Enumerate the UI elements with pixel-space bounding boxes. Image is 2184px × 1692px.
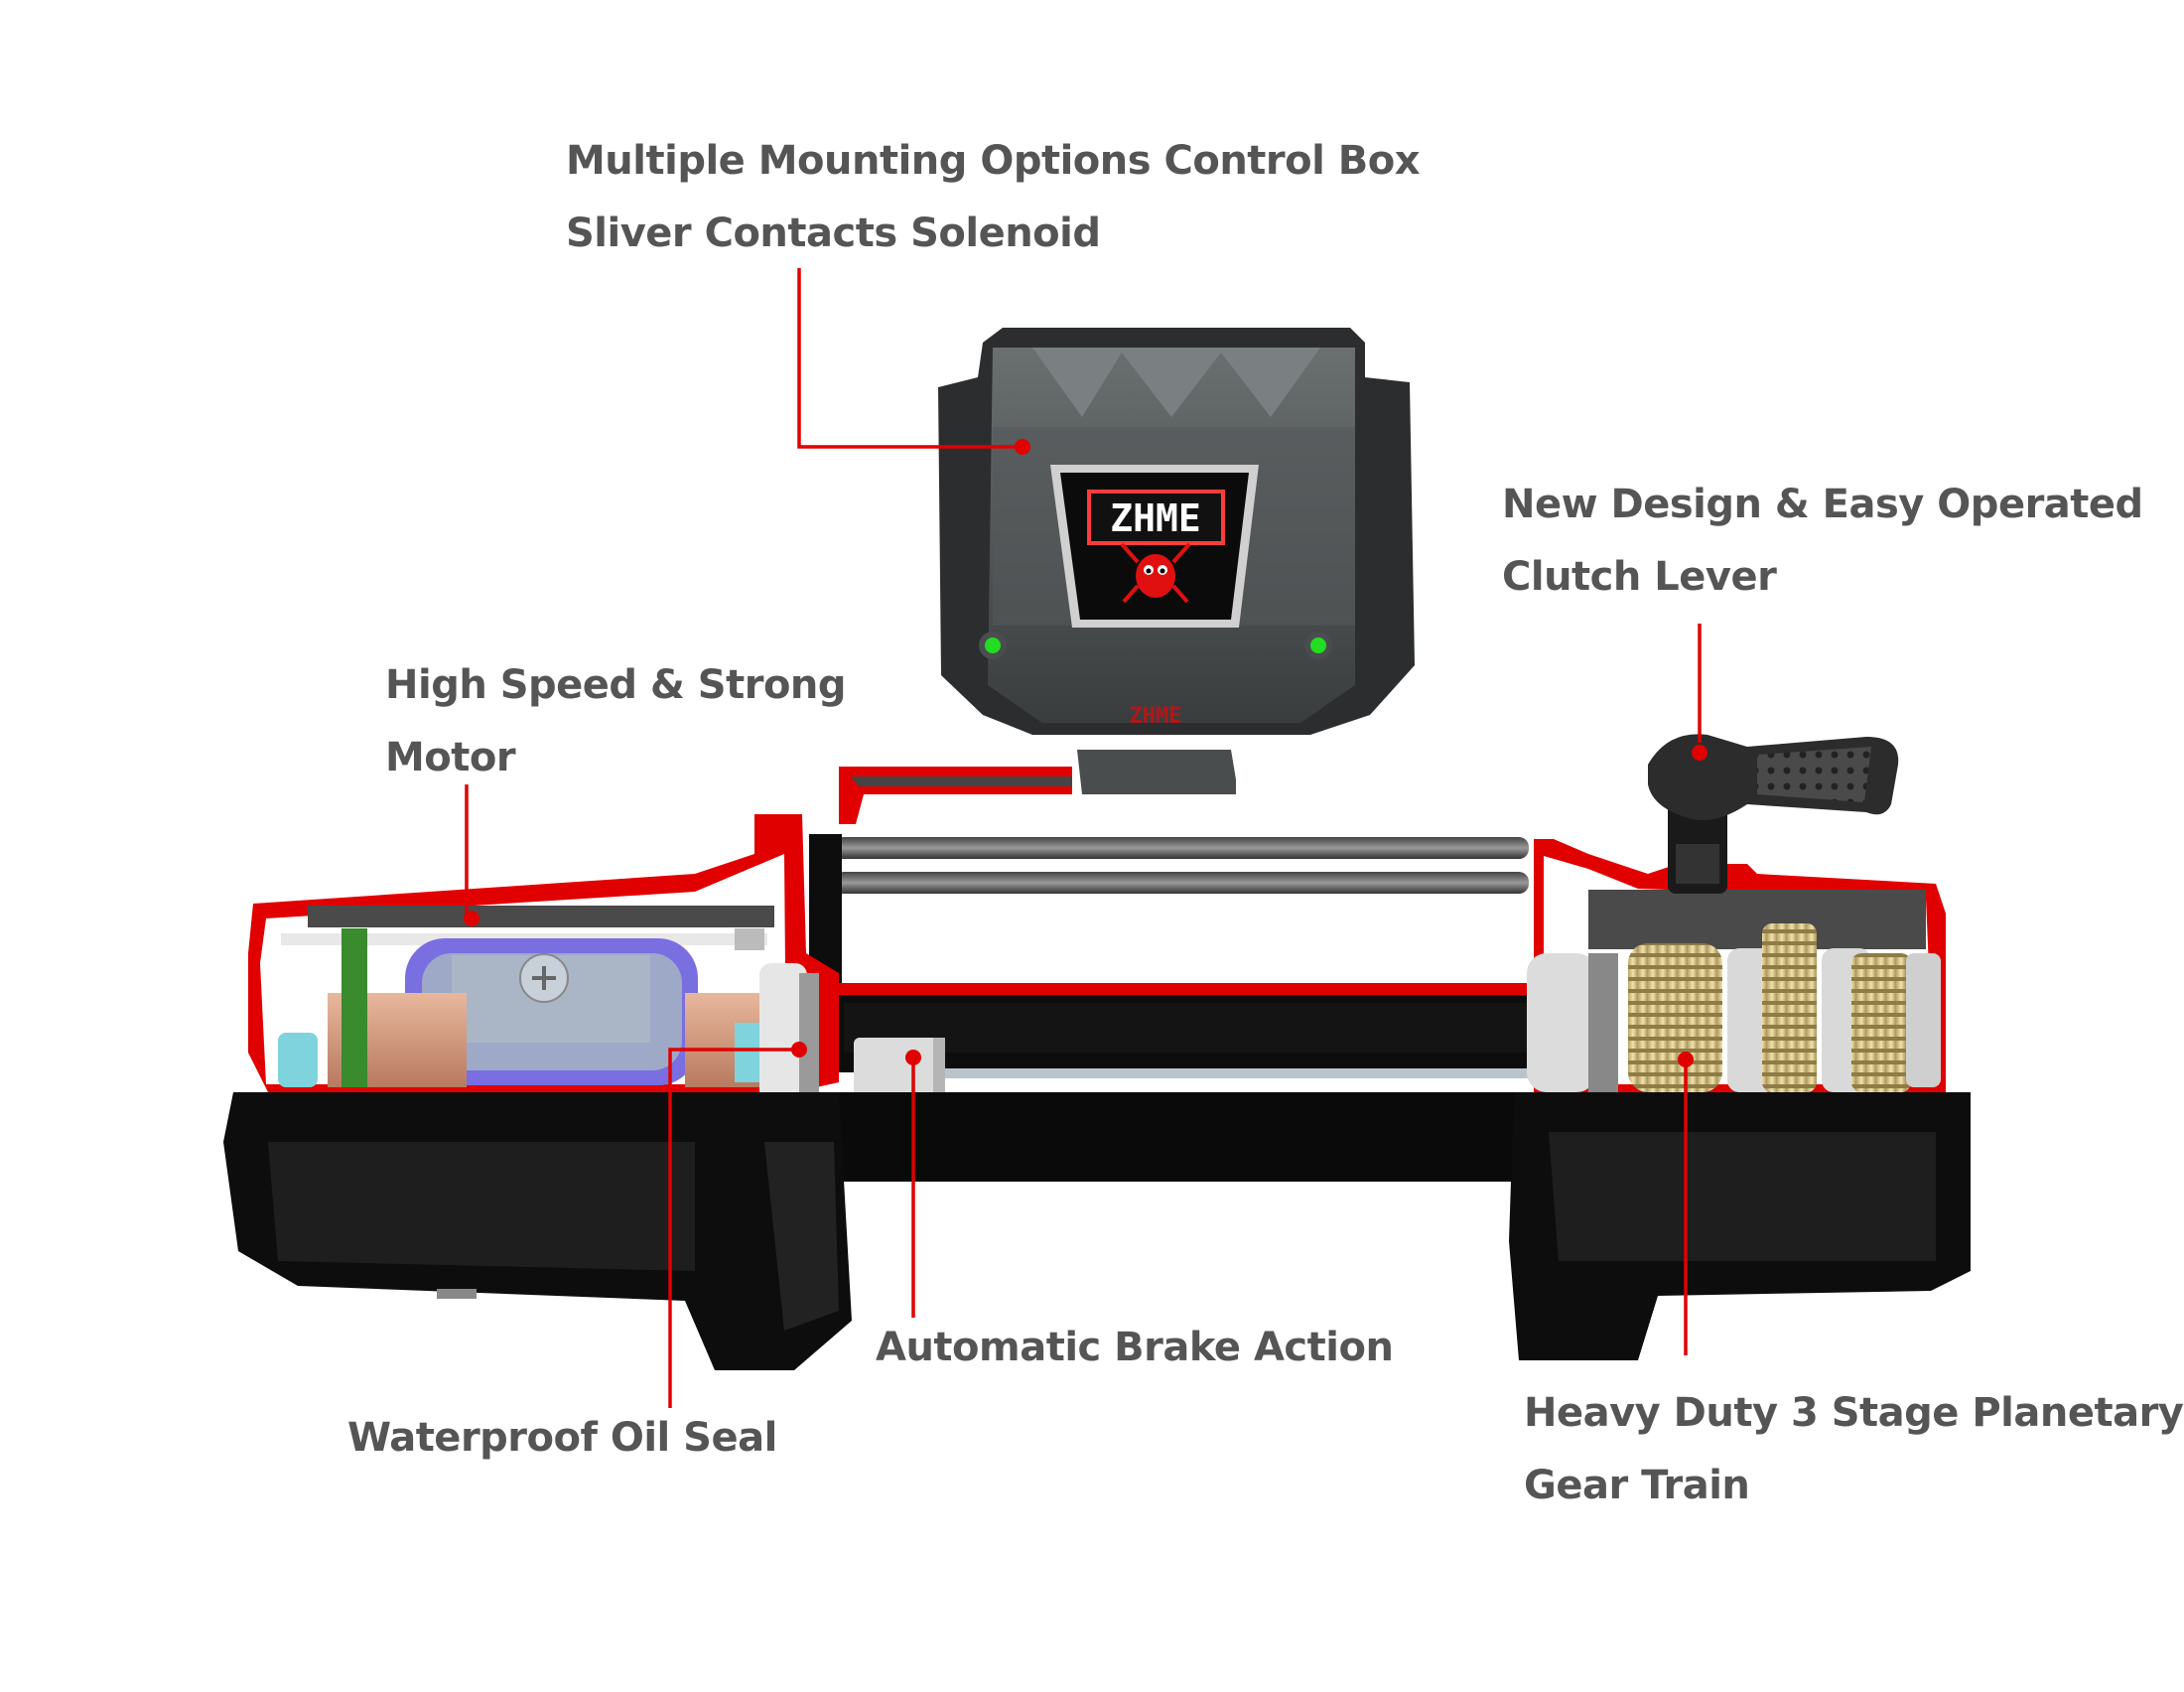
callout-dot-clutch <box>1692 745 1707 761</box>
bottom-logo-text: ZHME <box>1130 704 1182 729</box>
ant-mascot-icon <box>1120 542 1191 604</box>
callout-dot-brake <box>905 1050 921 1065</box>
gear-train-label-line2: Gear Train <box>1524 1463 1750 1508</box>
motor-label-line1: High Speed & Strong <box>385 662 847 708</box>
clutch-label-line2: Clutch Lever <box>1502 554 1777 600</box>
control-box-label-line2: Sliver Contacts Solenoid <box>566 211 1101 256</box>
logo-text: ZHME <box>1110 496 1201 540</box>
callout-dot-motor <box>464 911 479 926</box>
oil-seal-label: Waterproof Oil Seal <box>347 1415 777 1461</box>
control-box-label-line1: Multiple Mounting Options Control Box <box>566 138 1421 184</box>
clutch-label-line1: New Design & Easy Operated <box>1502 482 2143 527</box>
motor-label-line2: Motor <box>385 735 516 780</box>
callout-line-oil-seal <box>668 1048 799 1408</box>
callout-dot-control-box <box>1015 439 1030 455</box>
clutch-lever <box>1648 734 1899 894</box>
callout-lines <box>465 268 1702 1408</box>
control-box: ZHME ZHME <box>938 328 1415 794</box>
right-led-icon <box>1310 637 1326 653</box>
gear-train-label-line1: Heavy Duty 3 Stage Planetary <box>1524 1390 2184 1436</box>
callout-dots <box>464 439 1707 1067</box>
callout-dot-gear-train <box>1678 1052 1694 1067</box>
callout-line-control-box <box>797 268 1023 449</box>
drum-section <box>809 834 1588 1182</box>
callout-dot-oil-seal <box>791 1042 807 1058</box>
gear-housing <box>1509 839 1971 1360</box>
motor-housing <box>223 814 852 1370</box>
mounting-bracket <box>839 767 1072 824</box>
brake-label: Automatic Brake Action <box>876 1325 1394 1370</box>
left-led-icon <box>985 637 1001 653</box>
